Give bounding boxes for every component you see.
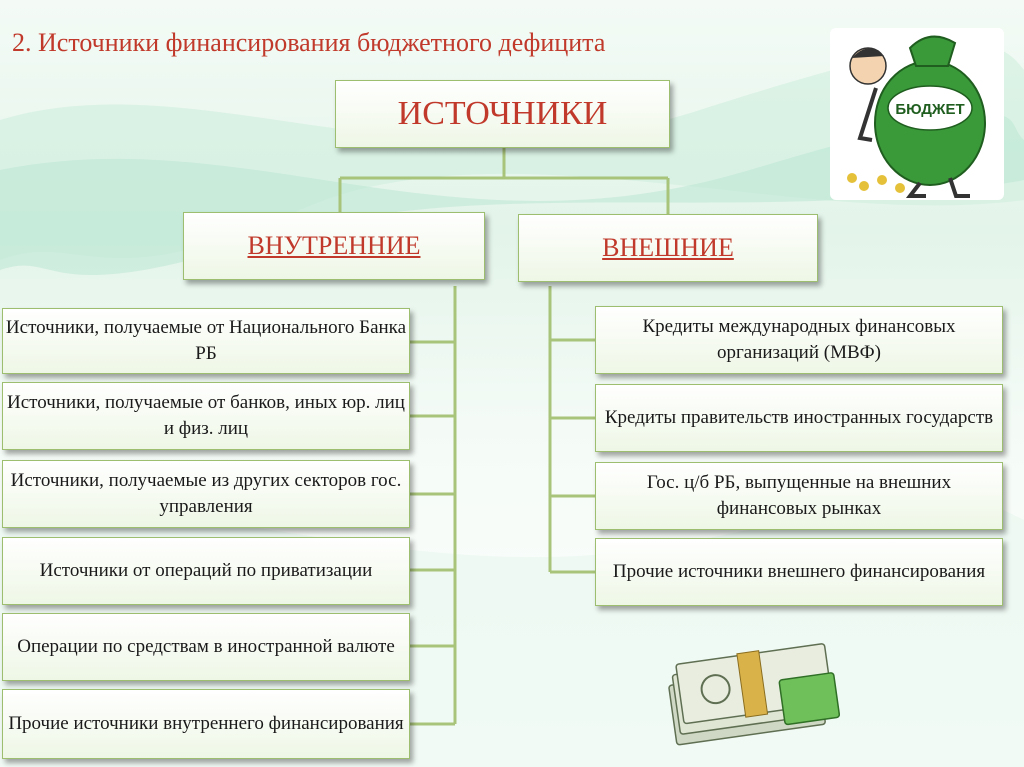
- internal-label: ВНУТРЕННИЕ: [247, 231, 421, 261]
- root-box: ИСТОЧНИКИ: [335, 80, 670, 148]
- internal-item: Источники от операций по приватизации: [2, 537, 410, 605]
- bag-label: БЮДЖЕТ: [895, 101, 964, 118]
- external-item: Кредиты международных финансовых организ…: [595, 306, 1003, 374]
- internal-item: Операции по средствам в иностранной валю…: [2, 613, 410, 681]
- internal-box: ВНУТРЕННИЕ: [183, 212, 485, 280]
- external-item: Кредиты правительств иностранных государ…: [595, 384, 1003, 452]
- external-label: ВНЕШНИЕ: [602, 233, 734, 263]
- internal-item: Источники, получаемые от банков, иных юр…: [2, 382, 410, 450]
- cash-stack-illustration: [650, 625, 841, 755]
- external-item: Прочие источники внешнего финансирования: [595, 538, 1003, 606]
- external-box: ВНЕШНИЕ: [518, 214, 818, 282]
- money-bag-icon: БЮДЖЕТ: [847, 35, 986, 198]
- slide-title: 2. Источники финансирования бюджетного д…: [12, 28, 606, 57]
- internal-item: Источники, получаемые из других секторов…: [2, 460, 410, 528]
- external-item: Гос. ц/б РБ, выпущенные на внешних финан…: [595, 462, 1003, 530]
- budget-bag-illustration: БЮДЖЕТ: [830, 28, 1004, 200]
- banknotes-icon: [668, 643, 841, 746]
- internal-item: Источники, получаемые от Национального Б…: [2, 308, 410, 374]
- internal-item: Прочие источники внутреннего финансирова…: [2, 689, 410, 759]
